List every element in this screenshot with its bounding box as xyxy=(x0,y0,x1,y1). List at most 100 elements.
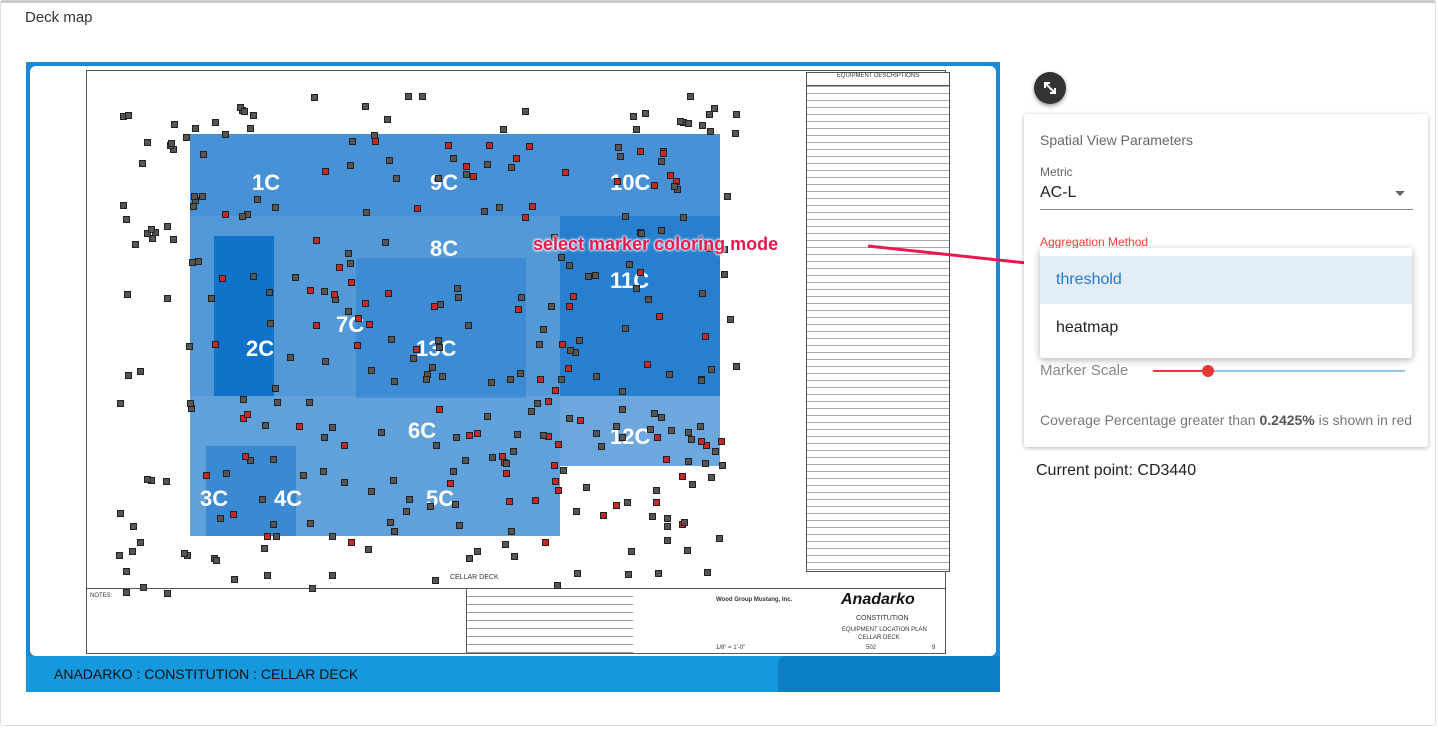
sensor-marker[interactable] xyxy=(258,495,266,503)
sensor-marker[interactable] xyxy=(320,433,328,441)
sensor-marker[interactable] xyxy=(697,377,705,385)
sensor-marker[interactable] xyxy=(299,471,307,479)
sensor-marker[interactable] xyxy=(346,259,354,267)
sensor-marker[interactable] xyxy=(390,377,398,385)
sensor-marker[interactable] xyxy=(307,287,315,295)
sensor-marker[interactable] xyxy=(518,294,526,302)
sensor-marker[interactable] xyxy=(120,201,128,209)
sensor-marker[interactable] xyxy=(565,303,573,311)
sensor-marker[interactable] xyxy=(532,496,540,504)
sensor-marker[interactable] xyxy=(345,308,353,316)
sensor-marker[interactable] xyxy=(625,260,633,268)
sensor-marker[interactable] xyxy=(698,121,706,129)
sensor-marker[interactable] xyxy=(657,227,665,235)
sensor-marker[interactable] xyxy=(269,455,277,463)
sensor-marker[interactable] xyxy=(455,522,463,530)
sensor-marker[interactable] xyxy=(313,321,321,329)
sensor-marker[interactable] xyxy=(684,119,692,127)
sensor-marker[interactable] xyxy=(698,290,706,298)
sensor-marker[interactable] xyxy=(378,428,385,436)
sensor-marker[interactable] xyxy=(667,171,675,179)
sensor-marker[interactable] xyxy=(701,460,709,468)
sensor-marker[interactable] xyxy=(428,363,436,371)
sensor-marker[interactable] xyxy=(362,209,370,217)
sensor-marker[interactable] xyxy=(502,460,510,468)
sensor-marker[interactable] xyxy=(329,424,337,432)
sensor-marker[interactable] xyxy=(341,441,349,449)
sensor-marker[interactable] xyxy=(509,447,517,455)
sensor-marker[interactable] xyxy=(345,249,353,257)
sensor-marker[interactable] xyxy=(506,498,514,506)
sensor-marker[interactable] xyxy=(461,456,469,464)
sensor-marker[interactable] xyxy=(263,533,271,541)
sensor-marker[interactable] xyxy=(716,535,724,543)
sensor-marker[interactable] xyxy=(566,262,574,270)
sensor-marker[interactable] xyxy=(198,193,206,201)
sensor-marker[interactable] xyxy=(705,111,713,119)
sensor-marker[interactable] xyxy=(404,92,412,100)
sensor-marker[interactable] xyxy=(270,520,278,528)
sensor-marker[interactable] xyxy=(419,93,427,101)
sensor-marker[interactable] xyxy=(195,257,203,265)
sensor-marker[interactable] xyxy=(128,548,136,556)
sensor-marker[interactable] xyxy=(503,469,511,477)
sensor-marker[interactable] xyxy=(266,320,274,328)
sensor-marker[interactable] xyxy=(481,207,489,215)
sensor-marker[interactable] xyxy=(385,289,393,297)
sensor-marker[interactable] xyxy=(719,461,727,469)
sensor-marker[interactable] xyxy=(525,143,533,151)
sensor-marker[interactable] xyxy=(559,467,567,475)
sensor-marker[interactable] xyxy=(241,453,249,461)
sensor-marker[interactable] xyxy=(667,426,675,434)
sensor-marker[interactable] xyxy=(536,341,544,349)
sensor-marker[interactable] xyxy=(684,458,692,466)
sensor-marker[interactable] xyxy=(462,171,470,179)
sensor-marker[interactable] xyxy=(218,275,226,283)
sensor-marker[interactable] xyxy=(221,131,229,139)
sensor-marker[interactable] xyxy=(593,429,601,437)
sensor-marker[interactable] xyxy=(632,126,640,134)
sensor-marker[interactable] xyxy=(652,498,660,506)
sensor-marker[interactable] xyxy=(624,570,632,578)
sensor-marker[interactable] xyxy=(254,196,262,204)
sensor-marker[interactable] xyxy=(439,372,447,380)
sensor-marker[interactable] xyxy=(231,576,239,584)
sensor-marker[interactable] xyxy=(720,270,728,278)
sensor-marker[interactable] xyxy=(648,513,656,521)
sensor-marker[interactable] xyxy=(500,125,508,133)
sensor-marker[interactable] xyxy=(306,520,314,528)
sensor-marker[interactable] xyxy=(688,480,696,488)
sensor-marker[interactable] xyxy=(644,360,652,368)
sensor-marker[interactable] xyxy=(614,144,622,152)
sensor-marker[interactable] xyxy=(726,315,734,323)
sensor-marker[interactable] xyxy=(483,412,491,420)
sensor-marker[interactable] xyxy=(309,584,317,592)
sensor-marker[interactable] xyxy=(592,272,600,280)
sensor-marker[interactable] xyxy=(362,102,370,110)
sensor-marker[interactable] xyxy=(664,537,672,545)
sensor-marker[interactable] xyxy=(462,162,470,170)
sensor-marker[interactable] xyxy=(655,570,663,578)
sensor-marker[interactable] xyxy=(162,478,170,486)
sensor-marker[interactable] xyxy=(619,405,627,413)
sensor-marker[interactable] xyxy=(384,115,392,123)
sensor-marker[interactable] xyxy=(387,335,395,343)
sensor-marker[interactable] xyxy=(365,546,373,554)
sensor-marker[interactable] xyxy=(273,532,281,540)
sensor-marker[interactable] xyxy=(381,239,389,247)
sensor-marker[interactable] xyxy=(366,320,374,328)
sensor-marker[interactable] xyxy=(452,434,460,442)
sensor-marker[interactable] xyxy=(212,340,220,348)
sensor-marker[interactable] xyxy=(514,305,522,313)
sensor-marker[interactable] xyxy=(171,121,179,129)
sensor-marker[interactable] xyxy=(116,400,124,408)
sensor-marker[interactable] xyxy=(164,295,172,303)
sensor-marker[interactable] xyxy=(575,336,583,344)
sensor-marker[interactable] xyxy=(681,519,689,527)
slider-thumb[interactable] xyxy=(1202,365,1215,377)
sensor-marker[interactable] xyxy=(593,373,601,381)
sensor-marker[interactable] xyxy=(347,539,355,547)
sensor-marker[interactable] xyxy=(287,353,295,361)
sensor-marker[interactable] xyxy=(230,510,238,518)
sensor-marker[interactable] xyxy=(238,213,246,220)
